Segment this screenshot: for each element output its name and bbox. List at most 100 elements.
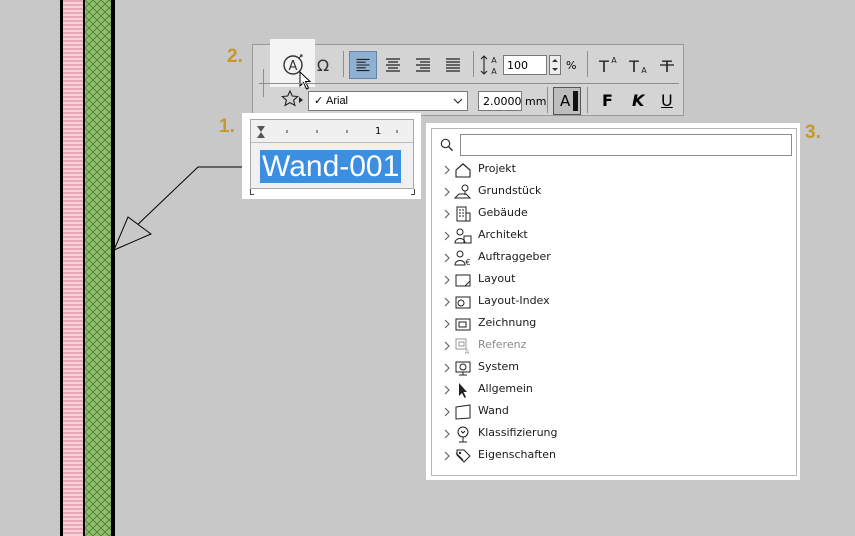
align-center-button[interactable]	[379, 51, 407, 79]
align-right-icon	[416, 58, 430, 72]
search-icon	[440, 138, 454, 152]
line-spacing-input[interactable]	[503, 55, 547, 75]
text-editor-box[interactable]: 1 Wand-001	[250, 119, 414, 189]
italic-letter: K	[632, 91, 645, 110]
editor-corner-handle	[411, 189, 415, 195]
tree-item[interactable]: Layout-Index	[432, 291, 792, 313]
wall-outline-right	[111, 0, 115, 536]
insert-special-character-button[interactable]: Ω	[309, 51, 337, 79]
tree-item[interactable]: Wand	[432, 401, 792, 423]
chevron-right-icon[interactable]	[442, 164, 452, 176]
toolbar-separator	[547, 87, 548, 113]
chevron-right-icon[interactable]	[442, 428, 452, 440]
toolbar-separator	[473, 51, 474, 77]
font-size-input[interactable]: 2.0000	[478, 91, 522, 111]
tree-item[interactable]: Eigenschaften	[432, 445, 792, 467]
chevron-right-icon[interactable]	[442, 450, 452, 462]
tree-item-label: Referenz	[478, 338, 527, 351]
chevron-right-icon[interactable]	[442, 208, 452, 220]
chevron-down-icon	[453, 98, 463, 104]
superscript-icon: T A	[598, 56, 617, 76]
toolbar-separator	[587, 87, 588, 113]
svg-text:A: A	[491, 56, 497, 65]
chevron-right-icon[interactable]	[442, 362, 452, 374]
wall-finish-layer	[63, 0, 83, 536]
svg-text:T: T	[628, 57, 639, 76]
tree-item-label: Eigenschaften	[478, 448, 556, 461]
align-right-button[interactable]	[409, 51, 437, 79]
svg-text:A: A	[465, 348, 470, 355]
tree-item[interactable]: System	[432, 357, 792, 379]
autotext-icon: A	[283, 54, 303, 75]
align-justify-button[interactable]	[439, 51, 467, 79]
svg-text:A: A	[641, 66, 647, 75]
font-select[interactable]: ✓ Arial	[308, 91, 468, 111]
toolbar-separator	[343, 51, 344, 77]
italic-button[interactable]: K	[623, 87, 651, 115]
svg-text:T: T	[598, 57, 609, 76]
font-name: Arial	[326, 95, 349, 107]
superscript-button[interactable]: T A	[593, 51, 621, 79]
chevron-right-icon[interactable]	[442, 186, 452, 198]
tree-item[interactable]: Gebäude	[432, 203, 792, 225]
favorites-star-icon[interactable]	[281, 89, 305, 111]
search-input[interactable]	[460, 134, 792, 156]
tree-item-label: Klassifizierung	[478, 426, 558, 439]
subscript-icon: T A	[628, 57, 647, 76]
toolbar-row-divider	[259, 83, 679, 84]
tree-item-label: Projekt	[478, 162, 516, 175]
underline-button[interactable]: U	[653, 87, 681, 115]
chevron-right-icon[interactable]	[442, 340, 452, 352]
chevron-right-icon[interactable]	[442, 274, 452, 286]
subscript-button[interactable]: T A	[623, 51, 651, 79]
tree-item-label: Gebäude	[478, 206, 528, 219]
align-center-icon	[386, 58, 400, 72]
tree-item[interactable]: Zeichnung	[432, 313, 792, 335]
wall-core-hatch	[85, 0, 111, 536]
reference-icon: A	[455, 338, 470, 355]
chevron-right-icon[interactable]	[442, 230, 452, 242]
layout-index-icon	[455, 296, 471, 309]
bold-button[interactable]: F	[593, 87, 621, 115]
tree-item[interactable]: Grundstück	[432, 181, 792, 203]
underline-letter: U	[661, 91, 673, 110]
chevron-right-icon[interactable]	[442, 318, 452, 330]
tree-item[interactable]: Allgemein	[432, 379, 792, 401]
chevron-right-icon[interactable]	[442, 384, 452, 396]
editor-corner-handle	[250, 189, 254, 195]
tree-item[interactable]: Layout	[432, 269, 792, 291]
client-icon: €	[454, 250, 471, 267]
align-justify-icon	[446, 58, 460, 72]
properties-tag-icon	[455, 449, 471, 463]
selected-text[interactable]: Wand-001	[260, 150, 402, 183]
callout-number-1: 1.	[219, 116, 235, 137]
tree-item[interactable]: € Auftraggeber	[432, 247, 792, 269]
house-icon	[455, 163, 471, 178]
tree-item[interactable]: Projekt	[432, 159, 792, 181]
cursor-icon	[459, 383, 467, 398]
tree-item-label: Allgemein	[478, 382, 533, 395]
tree-item[interactable]: A Referenz	[432, 335, 792, 357]
svg-text:Ω: Ω	[317, 56, 329, 75]
highlight-color-swatch	[573, 91, 578, 111]
tree-item-label: Architekt	[478, 228, 528, 241]
tree-item[interactable]: Architekt	[432, 225, 792, 247]
chevron-right-icon[interactable]	[442, 296, 452, 308]
site-pin-icon	[454, 184, 472, 199]
strikethrough-button[interactable]: T	[653, 51, 681, 79]
ruler-mark: 1	[375, 126, 382, 137]
align-left-button[interactable]	[349, 51, 377, 79]
text-highlight-button[interactable]: A	[553, 87, 581, 115]
insert-autotext-button[interactable]: A	[279, 51, 307, 79]
tree-item-label: Layout-Index	[478, 294, 550, 307]
text-ruler	[251, 126, 413, 143]
chevron-right-icon[interactable]	[442, 406, 452, 418]
tree-item-label: Auftraggeber	[478, 250, 551, 263]
line-spacing-stepper[interactable]	[549, 55, 561, 75]
svg-text:T: T	[661, 57, 672, 76]
wall-outline-left	[60, 0, 63, 536]
tree-item[interactable]: Klassifizierung	[432, 423, 792, 445]
font-size-unit: mm	[525, 95, 547, 108]
chevron-right-icon[interactable]	[442, 252, 452, 264]
